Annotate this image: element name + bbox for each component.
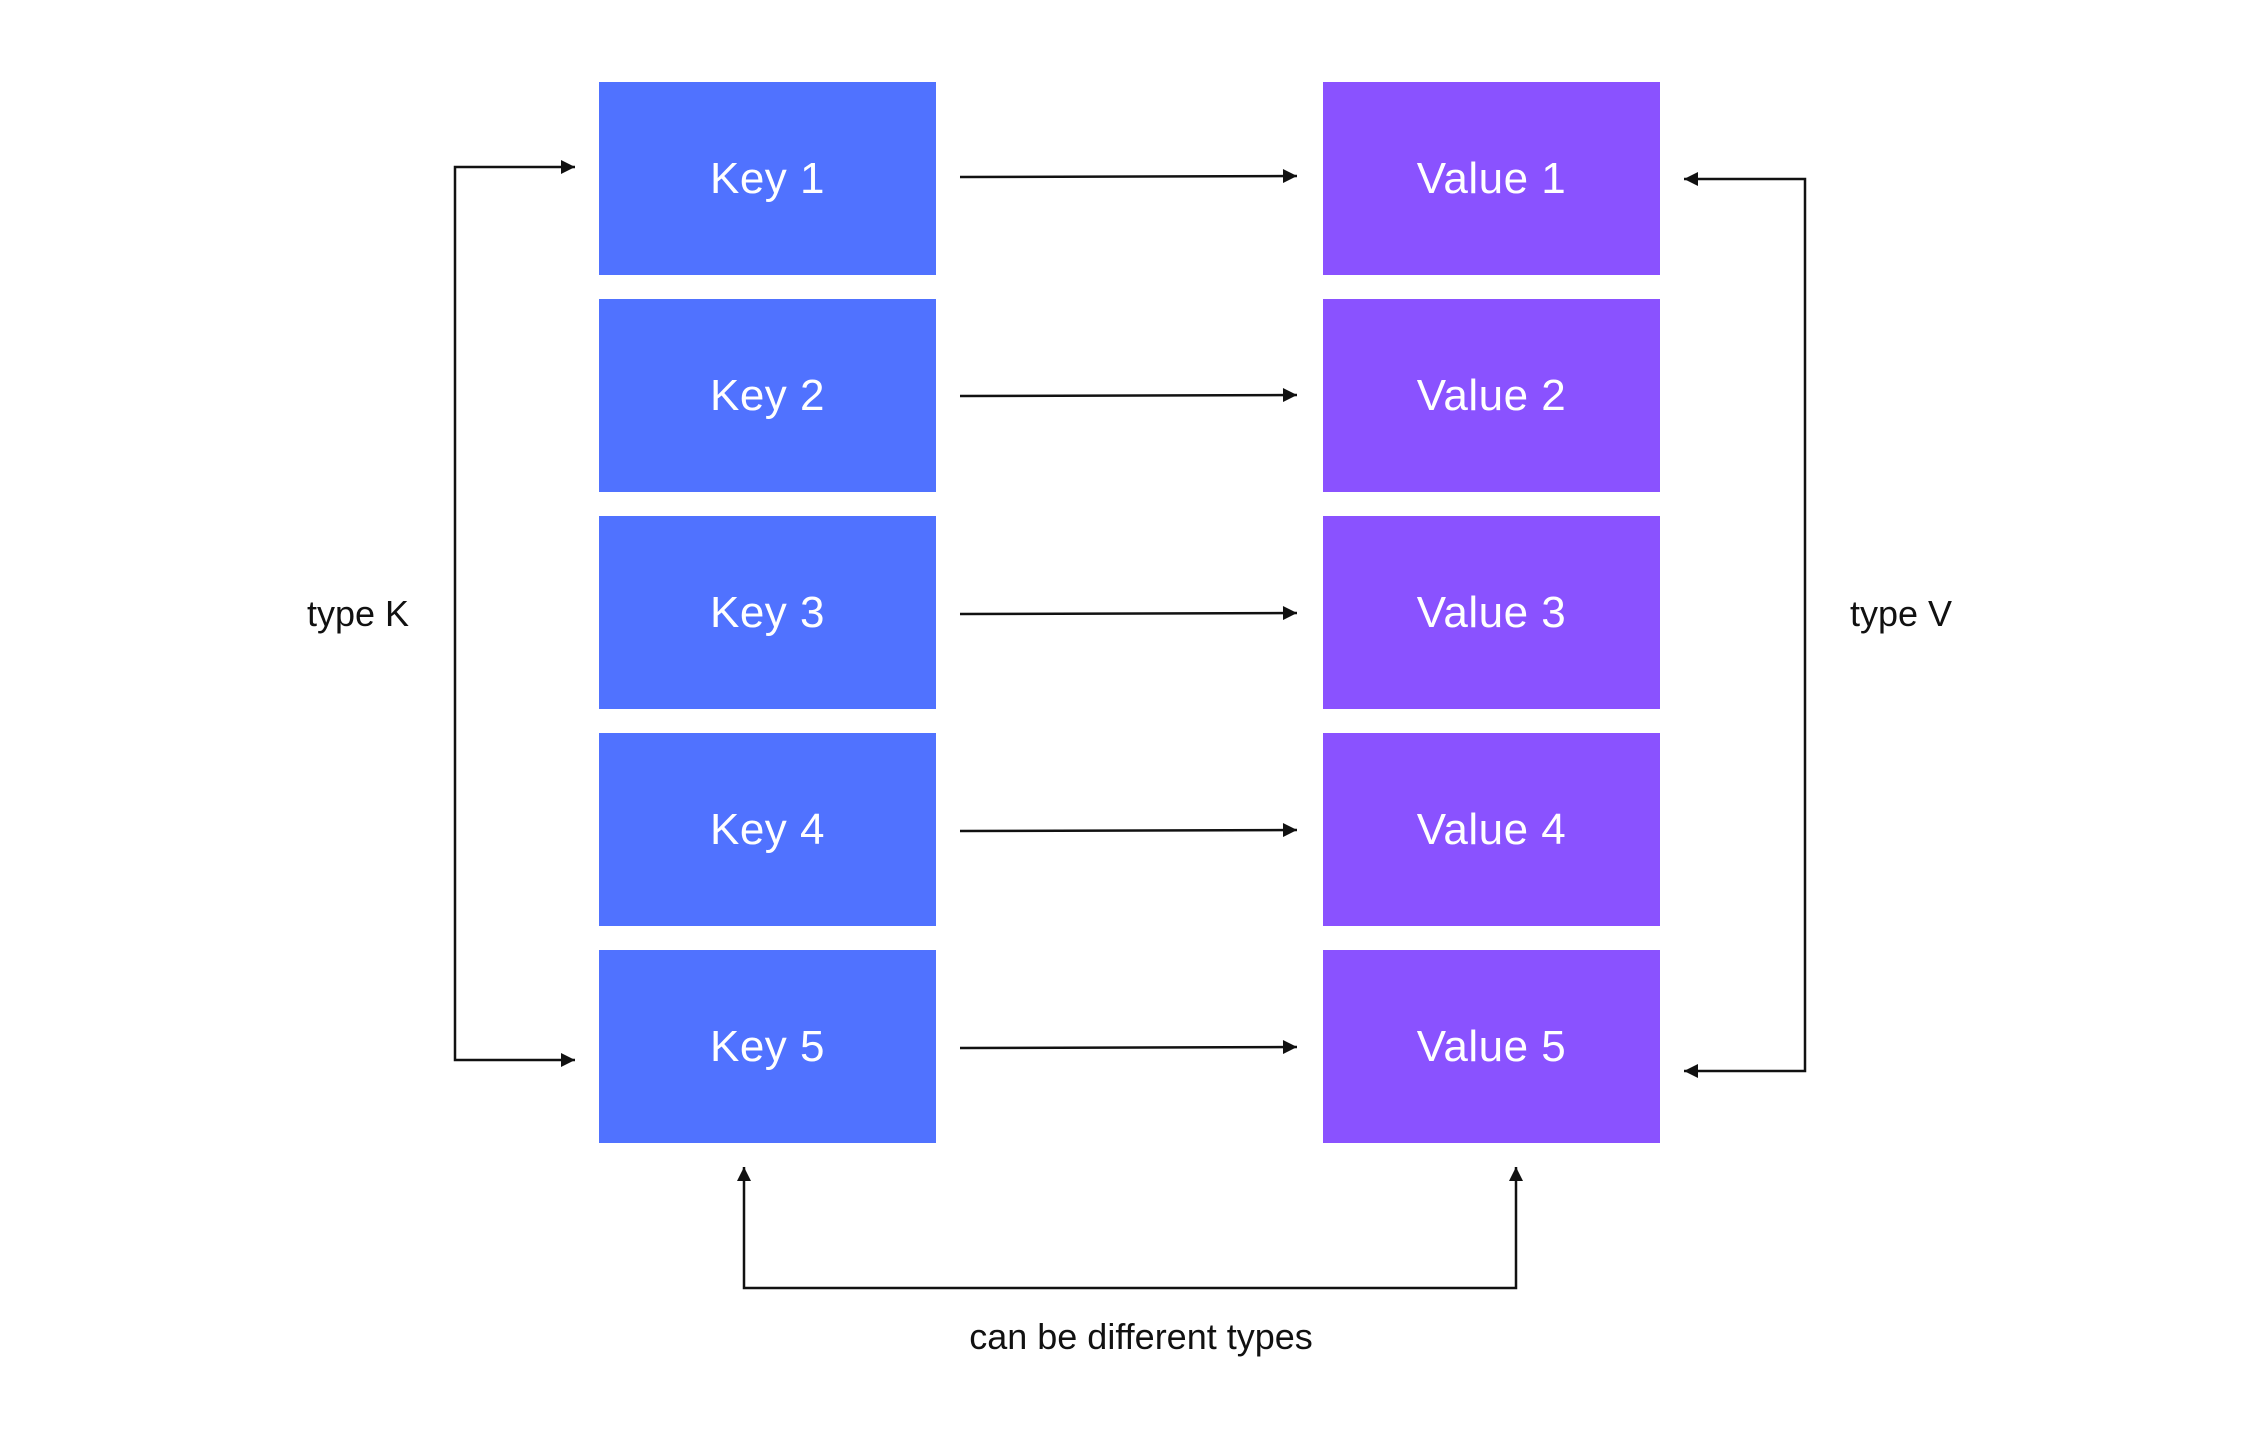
key-box-1: Key 1: [599, 82, 936, 275]
value-label: Value 3: [1416, 587, 1567, 637]
type-v-bracket-bottom: [1684, 614, 1807, 1078]
key-box-4: Key 4: [599, 733, 936, 926]
mapping-arrow-5: [959, 1040, 1298, 1055]
type-v-bracket-top: [1684, 172, 1807, 614]
key-label: Key 5: [709, 1021, 825, 1071]
key-box-2: Key 2: [599, 299, 936, 492]
value-label: Value 2: [1416, 370, 1567, 420]
key-label: Key 1: [709, 153, 825, 203]
mapping-arrow-3: [959, 606, 1298, 621]
different-types-bracket-left: [737, 1167, 1120, 1290]
value-box-5: Value 5: [1323, 950, 1660, 1143]
value-box-3: Value 3: [1323, 516, 1660, 709]
value-label: Value 4: [1416, 804, 1567, 854]
value-label: Value 1: [1416, 153, 1567, 203]
value-box-1: Value 1: [1323, 82, 1660, 275]
type-k-bracket-top: [453, 160, 575, 616]
key-label: Key 4: [709, 804, 825, 854]
type-v-label: type V: [1849, 593, 1953, 634]
value-box-2: Value 2: [1323, 299, 1660, 492]
mapping-arrow-4: [959, 823, 1298, 838]
type-k-label: type K: [306, 593, 410, 634]
key-box-5: Key 5: [599, 950, 936, 1143]
key-label: Key 3: [709, 587, 825, 637]
key-box-3: Key 3: [599, 516, 936, 709]
type-k-bracket-bottom: [453, 616, 575, 1067]
different-types-label: can be different types: [969, 1316, 1313, 1357]
different-types-bracket-right: [1120, 1167, 1523, 1290]
mapping-arrow-1: [959, 169, 1298, 184]
value-label: Value 5: [1416, 1021, 1567, 1071]
mapping-arrow-2: [959, 388, 1298, 403]
key-label: Key 2: [709, 370, 825, 420]
value-box-4: Value 4: [1323, 733, 1660, 926]
